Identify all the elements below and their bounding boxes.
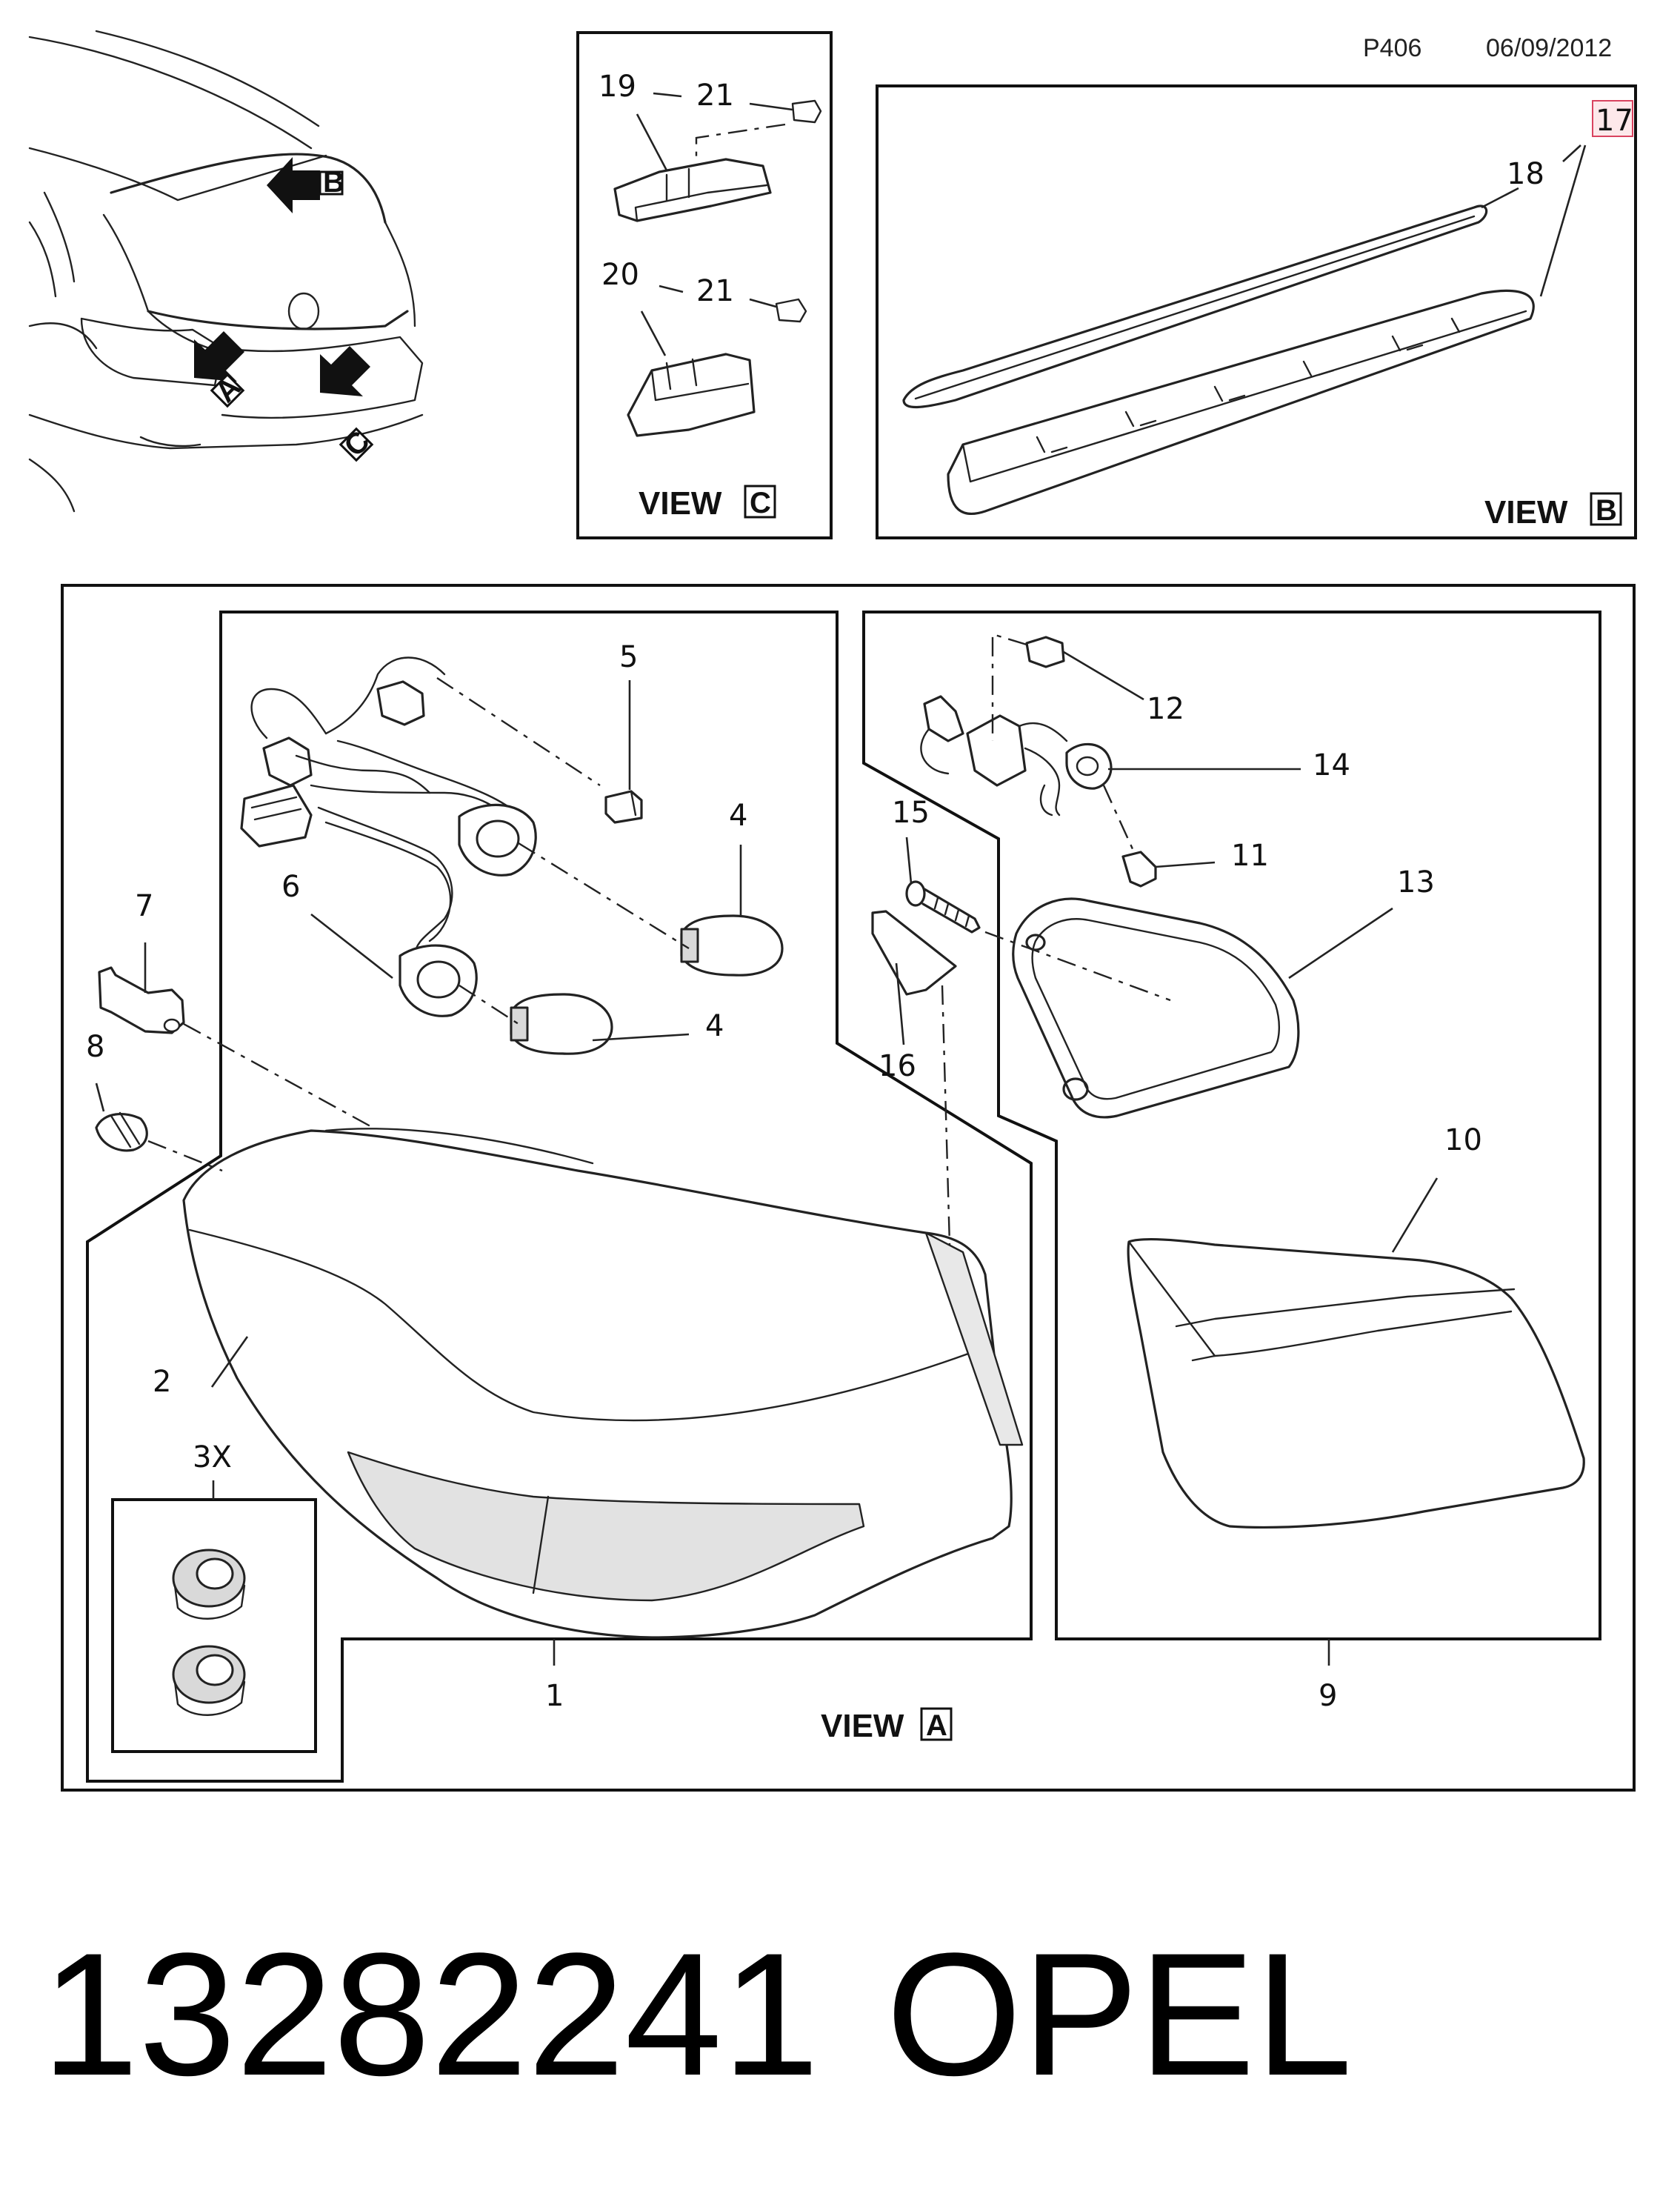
callout-17-highlight <box>1592 100 1633 137</box>
views-c-letter: C <box>750 487 771 519</box>
callout-c14: 14 <box>1313 748 1350 782</box>
views-a-label: VIEW <box>821 1708 904 1744</box>
callout-c16: 16 <box>879 1049 916 1083</box>
view-a-letter-box <box>920 1707 953 1741</box>
callout-c4b: 4 <box>705 1009 724 1043</box>
part-number: 13282241 <box>41 1917 819 2112</box>
view-a-panel <box>61 584 1636 1792</box>
callout-c8: 8 <box>86 1030 104 1064</box>
arrow-a: A <box>194 331 247 409</box>
assembly-line-4b <box>459 984 519 1025</box>
callout-c10: 10 <box>1444 1123 1482 1157</box>
view-b-content: 17 18 VIEW B <box>902 100 1633 531</box>
arrow-b: B <box>267 157 344 213</box>
view-b-panel <box>876 84 1637 539</box>
callout-c21b: 21 <box>696 274 734 308</box>
callout-c13: 13 <box>1397 865 1435 899</box>
outer-tail-lamp <box>182 1128 1024 1639</box>
callout-c4a: 4 <box>729 799 747 833</box>
bulbs-outer <box>510 790 784 1055</box>
callout-c3x: 3X <box>193 1440 232 1474</box>
assembly-line-4a <box>518 842 690 950</box>
views-b-label: VIEW <box>1484 494 1568 531</box>
arrows-c: C <box>338 425 376 463</box>
views-b-letter: B <box>1596 494 1617 527</box>
inner-lamp-parts <box>871 633 1585 1529</box>
arrows-b: B <box>323 166 344 199</box>
callout-c6: 6 <box>281 870 300 904</box>
brand-name: OPEL <box>886 1917 1353 2112</box>
views-a-letter: A <box>926 1709 947 1742</box>
assembly-line-5 <box>436 676 601 787</box>
callout-c11: 11 <box>1231 839 1269 873</box>
callout-c1: 1 <box>545 1679 564 1713</box>
vehicle-rear-overview <box>28 30 424 513</box>
diagram-date: 06/09/2012 <box>1486 34 1612 62</box>
views-c-label: VIEW <box>639 485 722 522</box>
socket-and-clip <box>95 966 185 1152</box>
callout-c9: 9 <box>1319 1679 1337 1713</box>
view-c-letter-box <box>744 485 776 519</box>
inner-lamp-subframe <box>862 611 1601 1640</box>
assembly-line-8 <box>147 1140 223 1172</box>
arrow-c: C <box>320 346 376 463</box>
page-code: P406 <box>1363 34 1421 62</box>
callout-c5: 5 <box>619 640 638 674</box>
wiring-harness <box>240 656 537 1017</box>
view-c-panel <box>576 31 833 539</box>
callout-c19: 19 <box>599 70 636 104</box>
outer-lamp-subframe <box>86 611 1033 1783</box>
callout-c21a: 21 <box>696 79 734 113</box>
callout-c12: 12 <box>1147 692 1184 726</box>
callout-c15: 15 <box>892 796 930 830</box>
view-b-letter-box <box>1590 492 1622 526</box>
callout-c20: 20 <box>601 258 639 292</box>
callout-c2: 2 <box>153 1365 171 1399</box>
callout-c18: 18 <box>1507 157 1544 191</box>
assembly-line-7 <box>183 1022 371 1128</box>
grommet-parts <box>172 1549 246 1716</box>
callout-c17: 17 <box>1596 104 1633 138</box>
callout-c7: 7 <box>135 889 153 923</box>
view-c-content: 19 21 20 21 VIEW C <box>599 70 822 522</box>
